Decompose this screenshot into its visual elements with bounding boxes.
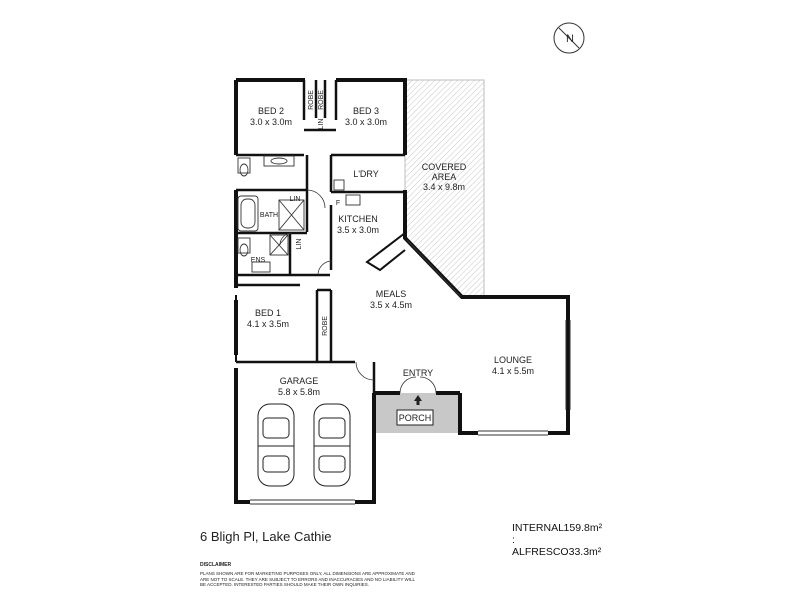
room-size-bed1: 4.1 x 3.5m [247,319,289,329]
room-label-kitchen: KITCHEN [338,214,378,224]
internal-area-value: 159.8m² [563,522,603,534]
door-swings [279,189,437,394]
robe-label-bed3: ROBE [318,90,325,110]
room-label-bed1: BED 1 [255,308,281,318]
room-size-kitchen: 3.5 x 3.0m [337,225,379,235]
robe-label-bed1: ROBE [322,316,329,336]
robe-label-bed2: ROBE [308,90,315,110]
room-label-bed3: BED 3 [353,106,379,116]
room-label-bath: BATH [260,212,278,219]
disclaimer-title: DISCLAIMER [200,562,232,568]
internal-area-row: INTERNAL : 159.8m² [512,522,603,546]
area-summary: INTERNAL : 159.8m² ALFRESCO 33.3m² [512,522,603,558]
room-size-bed2: 3.0 x 3.0m [250,117,292,127]
property-address: 6 Bligh Pl, Lake Cathie [200,529,332,544]
car-icon [257,403,295,487]
room-label-bed2: BED 2 [258,106,284,116]
entry-arrow-icon [414,395,422,405]
alfresco-area-value: 33.3m² [568,546,602,558]
alfresco-area-row: ALFRESCO 33.3m² [512,546,602,558]
internal-area-label: INTERNAL : [512,522,564,546]
fridge-label: F [336,200,340,207]
lin-label: LIN [290,196,301,203]
car-icon [313,403,351,487]
room-label-ens: ENS [251,257,266,264]
room-size-meals: 3.5 x 4.5m [370,300,412,310]
lin-label-hall: LIN [318,119,325,130]
room-label-lounge: LOUNGE [494,355,532,365]
windows [250,239,571,505]
kitchen-bench [365,232,406,272]
room-label-entry: ENTRY [403,368,433,378]
room-label-covered-2: AREA [432,172,457,182]
disclaimer-text: PLANS SHOWN ARE FOR MARKETING PURPOSES O… [200,571,415,587]
room-label-garage: GARAGE [280,376,319,386]
compass-icon: N [553,22,585,54]
interior-walls [236,80,405,393]
room-label-meals: MEALS [376,289,407,299]
room-size-covered: 3.4 x 9.8m [423,182,465,192]
fixtures [237,155,361,273]
room-label-laundry: L'DRY [353,169,379,179]
exterior-walls [234,78,570,504]
alfresco-area-label: ALFRESCO [512,546,569,558]
compass-letter: N [566,33,574,45]
room-label-porch: PORCH [399,413,432,423]
room-size-bed3: 3.0 x 3.0m [345,117,387,127]
room-size-garage: 5.8 x 5.8m [278,387,320,397]
lin-label-ens: LIN [296,239,303,250]
room-size-lounge: 4.1 x 5.5m [492,366,534,376]
room-label-covered-1: COVERED [422,162,467,172]
